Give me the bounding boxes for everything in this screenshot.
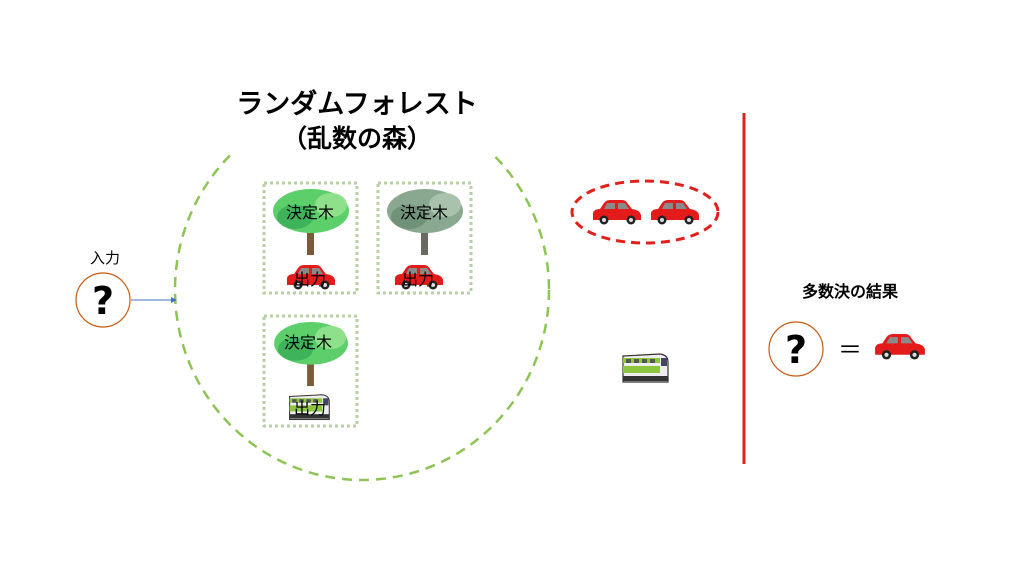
tree-label: 決定木 bbox=[284, 333, 332, 352]
train-icon bbox=[622, 353, 669, 383]
equals-sign: ＝ bbox=[838, 336, 862, 364]
decision-tree-1: 決定木 出力 bbox=[262, 181, 359, 295]
title-line2: （乱数の森） bbox=[282, 124, 432, 153]
result-circle bbox=[768, 321, 824, 377]
tree-icon bbox=[271, 187, 351, 257]
arrow-head-icon bbox=[171, 297, 177, 303]
output-label: 出力 bbox=[294, 399, 326, 418]
result-label: 多数決の結果 bbox=[802, 282, 898, 301]
output-label: 出力 bbox=[402, 270, 434, 289]
car-icon bbox=[875, 334, 925, 360]
input-label: 入力 bbox=[90, 249, 120, 267]
decision-tree-3: 決定木 出力 bbox=[262, 314, 359, 428]
forest-boundary bbox=[173, 98, 551, 482]
tree-icon bbox=[385, 187, 465, 257]
tree-icon bbox=[272, 320, 350, 388]
input-question-mark: ? bbox=[92, 279, 114, 323]
tree-label: 決定木 bbox=[286, 203, 334, 222]
car-icon bbox=[593, 200, 641, 225]
majority-vote-group bbox=[570, 179, 720, 245]
title-line1: ランダムフォレスト bbox=[236, 88, 477, 120]
input-circle bbox=[75, 272, 131, 328]
output-label: 出力 bbox=[294, 270, 326, 289]
car-icon bbox=[651, 200, 699, 225]
decision-tree-2: 決定木 出力 bbox=[376, 181, 473, 295]
tree-label: 決定木 bbox=[400, 203, 448, 222]
result-question-mark: ? bbox=[785, 328, 807, 372]
